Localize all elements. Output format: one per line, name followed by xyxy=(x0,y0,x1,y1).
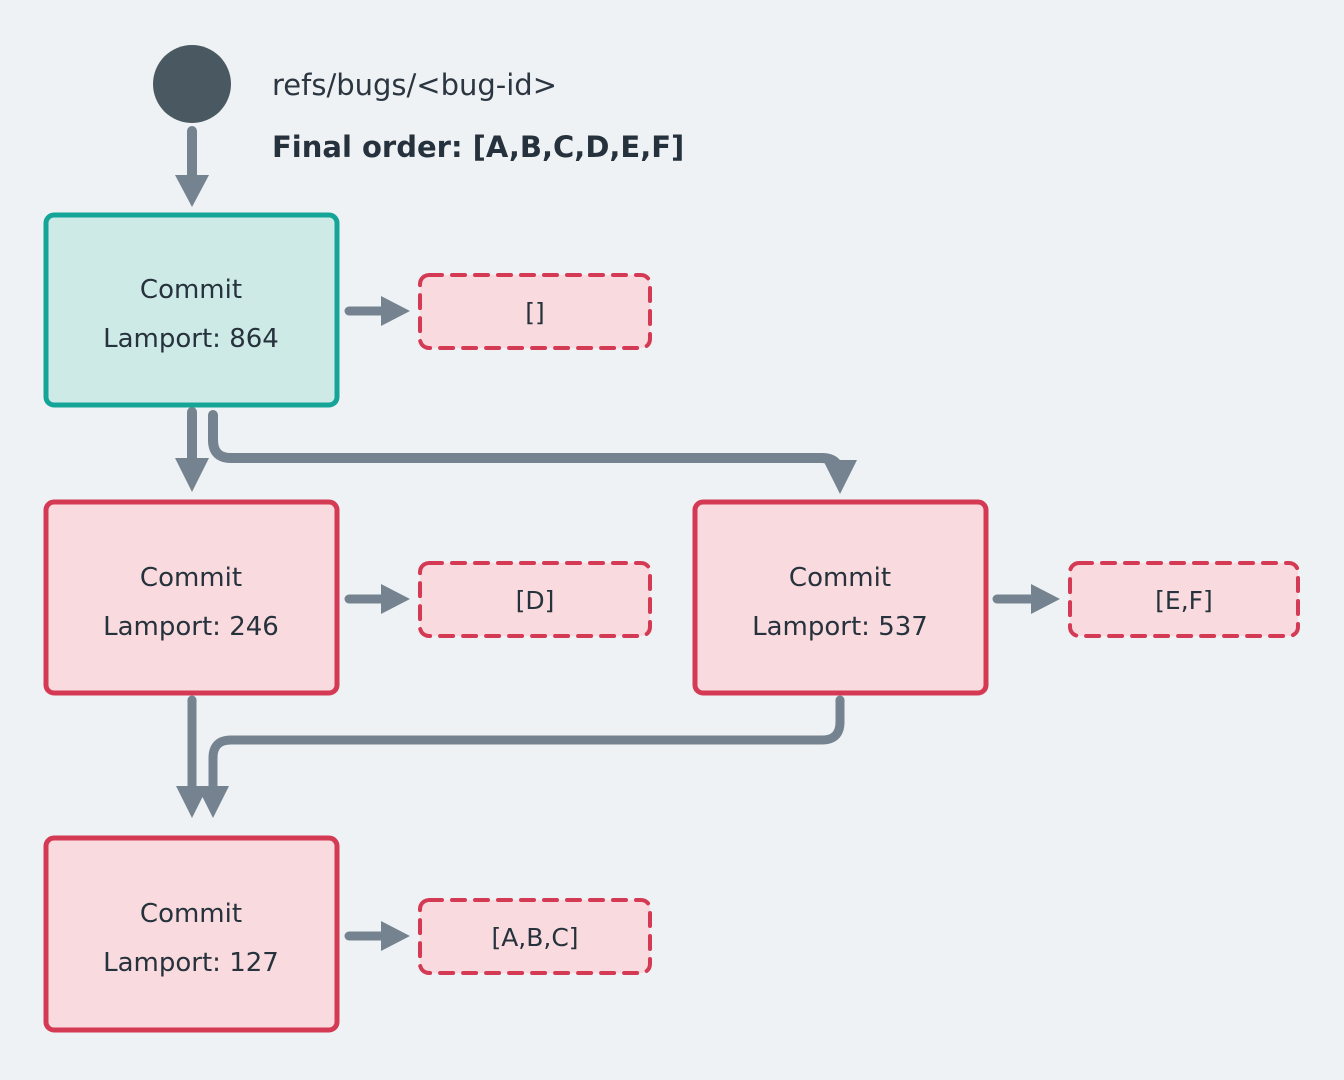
edge-commit864-to-ops xyxy=(344,296,410,326)
node-commit-127-lamport: Lamport: 127 xyxy=(103,948,279,978)
node-commit-864-box[interactable] xyxy=(43,212,340,408)
ops-box-commit-537-label: [E,F] xyxy=(1155,586,1213,615)
connector-layer xyxy=(175,126,1060,951)
node-commit-864-lamport: Lamport: 864 xyxy=(103,324,279,354)
edge-commit246-to-ops xyxy=(344,584,410,614)
ops-box-commit-537-outline[interactable] xyxy=(1068,561,1300,638)
edge-commit246-to-commit127 xyxy=(176,695,208,818)
ops-box-commit-864-outline[interactable] xyxy=(418,273,652,350)
ops-box-commit-864[interactable]: [] xyxy=(418,273,652,350)
ref-path-label: refs/bugs/<bug-id> xyxy=(272,68,557,102)
node-commit-127-box[interactable] xyxy=(43,835,340,1033)
ops-box-commit-537[interactable]: [E,F] xyxy=(1068,561,1300,638)
ops-box-commit-246-label: [D] xyxy=(516,586,555,615)
edge-commit537-to-ops xyxy=(992,584,1060,614)
node-commit-537[interactable]: Commit Lamport: 537 xyxy=(692,499,989,696)
edge-head-to-commit864 xyxy=(175,126,209,207)
node-commit-127[interactable]: Commit Lamport: 127 xyxy=(43,835,340,1033)
node-commit-246-lamport: Lamport: 246 xyxy=(103,612,279,642)
ops-box-commit-127-label: [A,B,C] xyxy=(491,923,578,952)
node-commit-127-title: Commit xyxy=(140,899,242,929)
node-commit-864[interactable]: Commit Lamport: 864 xyxy=(43,212,340,408)
node-commit-537-title: Commit xyxy=(789,563,891,593)
edge-commit127-to-ops xyxy=(344,921,410,951)
node-commit-246-title: Commit xyxy=(140,563,242,593)
node-commit-246-box[interactable] xyxy=(43,499,340,696)
ops-box-commit-127-outline[interactable] xyxy=(418,898,652,975)
final-order-label: Final order: [A,B,C,D,E,F] xyxy=(272,130,684,164)
node-commit-864-title: Commit xyxy=(140,275,242,305)
node-commit-246[interactable]: Commit Lamport: 246 xyxy=(43,499,340,696)
node-commit-537-lamport: Lamport: 537 xyxy=(752,612,928,642)
node-commit-537-box[interactable] xyxy=(692,499,989,696)
ops-box-commit-246-outline[interactable] xyxy=(418,561,652,638)
ops-box-commit-864-label: [] xyxy=(525,298,545,327)
edge-commit537-to-commit127 xyxy=(197,695,845,818)
head-ref-circle xyxy=(153,45,231,123)
ops-box-commit-127[interactable]: [A,B,C] xyxy=(418,898,652,975)
edge-commit864-to-commit246 xyxy=(175,407,209,492)
edge-commit864-to-commit537 xyxy=(208,410,857,494)
ops-box-commit-246[interactable]: [D] xyxy=(418,561,652,638)
